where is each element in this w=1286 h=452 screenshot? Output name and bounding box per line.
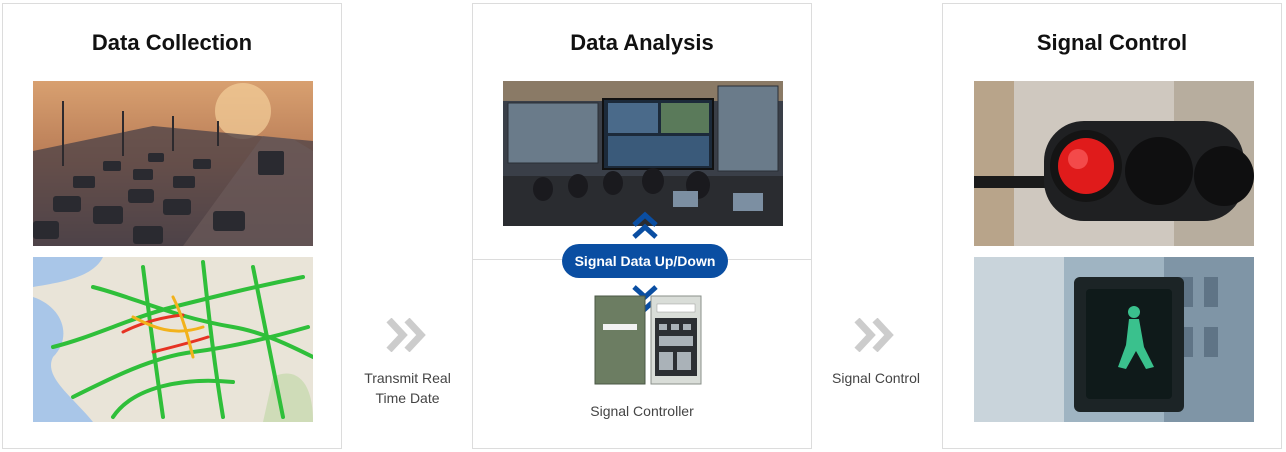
signal-control-label: Signal Control <box>815 368 937 388</box>
control-center-photo <box>503 81 783 226</box>
panel-title: Data Collection <box>91 30 253 55</box>
panel-title: Data Analysis <box>570 30 714 55</box>
signal-controller-image <box>593 294 703 386</box>
signal-control-panel: Signal Control <box>942 3 1282 449</box>
panel-title: Signal Control <box>1036 30 1188 55</box>
double-chevron-right-icon <box>386 318 426 352</box>
traffic-map-image <box>33 257 313 422</box>
data-collection-panel: Data Collection <box>2 3 342 449</box>
traffic-light-photo <box>974 81 1254 246</box>
highway-traffic-photo <box>33 81 313 246</box>
pedestrian-signal-photo <box>974 257 1254 422</box>
signal-controller-caption: Signal Controller <box>590 403 694 419</box>
data-analysis-panel: Data Analysis Signal Data Up/Do <box>472 3 812 449</box>
double-chevron-right-icon <box>854 318 894 352</box>
transmit-label: Transmit Real Time Date <box>345 368 470 408</box>
transmit-label-line1: Transmit Real <box>364 370 451 386</box>
signal-control-label-line1: Signal Control <box>832 370 920 386</box>
double-chevron-up-icon <box>632 211 658 239</box>
transmit-label-line2: Time Date <box>375 390 440 406</box>
signal-data-badge: Signal Data Up/Down <box>562 244 728 278</box>
